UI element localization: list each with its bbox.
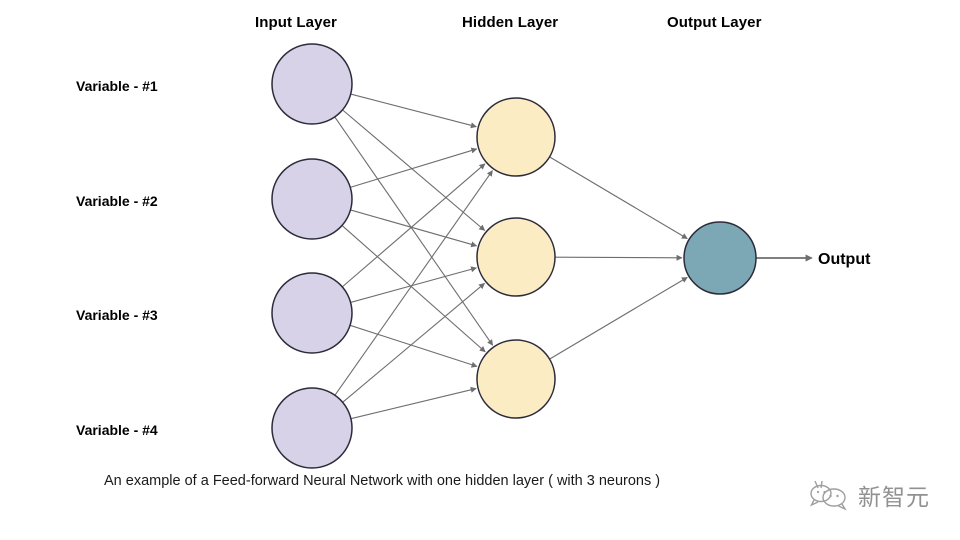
connection-edge — [334, 116, 494, 346]
connection-edge — [549, 276, 688, 360]
connection-edge — [350, 147, 478, 188]
edges-hidden-to-output — [549, 156, 688, 360]
input-variable-label-2: Variable - #2 — [76, 193, 158, 209]
connection-edge — [350, 93, 477, 129]
connection-edge — [350, 386, 477, 420]
connection-edge — [350, 266, 478, 303]
neuron-node — [683, 221, 757, 295]
neuron-node — [271, 272, 353, 354]
connection-edge — [341, 163, 486, 288]
output-label: Output — [818, 251, 871, 268]
watermark: 新智元 — [806, 468, 956, 522]
connection-edge — [349, 324, 478, 368]
input-variable-label-3: Variable - #3 — [76, 307, 158, 323]
neuron-node — [476, 217, 556, 297]
neuron-node — [271, 43, 353, 125]
connection-edge — [554, 254, 683, 261]
output-layer-node — [683, 221, 757, 295]
connection-edge — [341, 225, 486, 353]
input-layer-nodes — [271, 43, 353, 469]
connection-edge — [549, 156, 688, 240]
connection-edge — [334, 170, 493, 396]
diagram-caption: An example of a Feed-forward Neural Netw… — [104, 473, 661, 489]
layer-title-hidden: Hidden Layer — [462, 14, 559, 31]
neuron-node — [271, 158, 353, 240]
input-variable-label-1: Variable - #1 — [76, 78, 158, 94]
watermark-text: 新智元 — [858, 485, 930, 511]
connection-edge — [342, 282, 486, 403]
neuron-node — [476, 339, 556, 419]
neuron-node — [476, 97, 556, 177]
layer-title-output: Output Layer — [667, 14, 762, 31]
connection-edge — [350, 209, 478, 248]
layer-title-input: Input Layer — [255, 14, 337, 31]
hidden-layer-nodes — [476, 97, 556, 419]
input-variable-label-4: Variable - #4 — [76, 422, 158, 438]
wechat-bubbles-icon — [809, 480, 847, 511]
neuron-node — [271, 387, 353, 469]
edges-input-to-hidden — [334, 93, 494, 420]
connection-edge — [342, 109, 486, 231]
